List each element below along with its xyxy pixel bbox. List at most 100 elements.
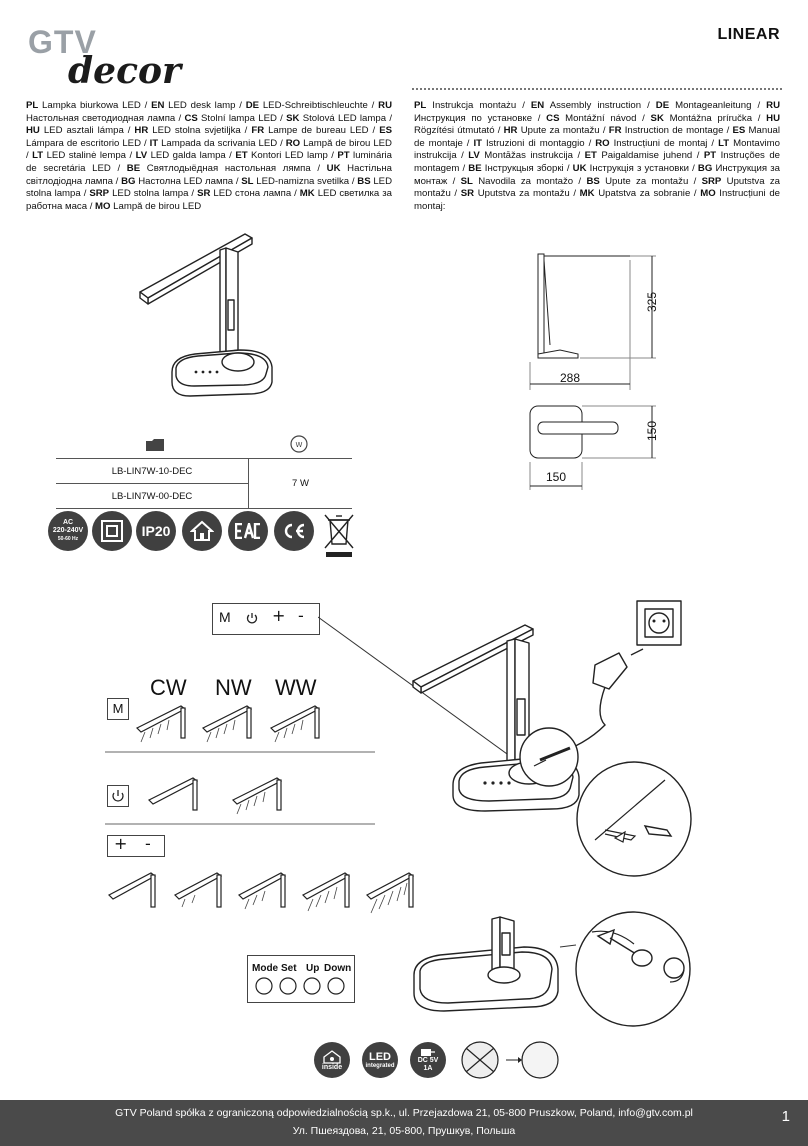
language-code: EN [151, 100, 165, 111]
language-text: LED asztali lámpa / [39, 125, 135, 137]
language-text: Montavimo instrukcija / [414, 137, 780, 162]
language-text: Інструкція з установки / [586, 162, 698, 174]
language-code: ET [235, 150, 248, 162]
connector-zoom-circle [519, 727, 579, 787]
language-code: FR [608, 125, 622, 137]
language-text: Paigaldamise juhend / [596, 150, 704, 162]
mode-ww-label: WW [275, 675, 317, 700]
language-text: Uputstva za montažu / [474, 188, 580, 200]
language-code: ES [732, 125, 746, 137]
mode-illustrations [105, 705, 375, 825]
dc-power-badge: DC 5V 1A [410, 1042, 446, 1078]
language-code: CS [184, 112, 198, 124]
mode-m-box: M [107, 698, 129, 720]
language-text: LED светилка за работна маса / [26, 188, 392, 212]
led-label: LED [369, 1051, 391, 1063]
dim-base-depth: 150 [645, 420, 660, 442]
language-code: UK [572, 162, 587, 174]
company-address: GTV Poland spółka z ograniczoną odpowied… [115, 1107, 693, 1119]
power-watt-icon: W [290, 435, 308, 453]
language-code: SR [197, 188, 211, 200]
language-code: BS [586, 175, 600, 187]
folder-icon [146, 439, 164, 451]
lamp-illustration [139, 233, 273, 397]
language-code: LT [718, 137, 730, 149]
language-code: PL [414, 100, 427, 111]
language-code: IT [149, 137, 159, 149]
dc-current-label: 1A [423, 1064, 433, 1072]
language-text: Istruzioni di montaggio / [481, 137, 596, 149]
language-code: SL [460, 175, 473, 187]
ac-voltage-badge: AC 220-240V 50-60 Hz [48, 511, 88, 551]
language-text: Montageanleitung / [669, 100, 767, 111]
language-code: RO [595, 137, 610, 149]
dim-height: 325 [645, 291, 660, 313]
language-code: SR [460, 188, 475, 200]
language-text: Lámpara de escritorio LED / [26, 137, 150, 149]
language-code: BG [121, 175, 136, 187]
language-code: SRP [701, 175, 722, 187]
dimension-drawing [529, 253, 656, 490]
brightness-box [107, 835, 165, 857]
language-text: Assembly instruction / [544, 100, 656, 111]
language-text: Instrucțiuni de montaj: [414, 188, 780, 212]
base-illustration [413, 916, 577, 1012]
language-text: Инструкция по установке / [414, 112, 547, 124]
mode-cw-label: CW [150, 675, 187, 700]
power-icon [112, 790, 124, 802]
control-panel-callout [212, 603, 320, 635]
battery-detail-circle [575, 911, 691, 1027]
class-ii-icon [92, 511, 132, 551]
footer: GTV Poland spółka z ograniczoną odpowied… [0, 1100, 808, 1146]
language-code: PT [703, 150, 717, 162]
language-text: Upute za montažu / [599, 175, 702, 187]
minus-button[interactable]: - [298, 606, 304, 625]
language-text: Upute za montažu / [517, 125, 609, 137]
mode-nw-label: NW [215, 675, 252, 700]
dim-base-width: 150 [546, 470, 567, 484]
language-code: FR [251, 125, 265, 137]
language-code: RU [766, 100, 780, 111]
plus-button[interactable]: + [272, 606, 286, 625]
language-text: LED galda lampa / [147, 150, 236, 162]
power-box [107, 785, 129, 807]
language-text: Lampada da scrivania LED / [158, 137, 286, 149]
inside-label: inside [321, 1063, 343, 1071]
language-code: MK [579, 188, 595, 200]
power-icon[interactable] [246, 612, 258, 624]
language-code: DE [245, 100, 260, 111]
language-code: HR [134, 125, 149, 137]
language-text: Manual de montaje / [414, 125, 781, 149]
language-text: Uputstva za montažu / [414, 175, 780, 200]
model-code: LB-LIN7W-10-DEC [56, 458, 249, 484]
control-label-down: Down [324, 963, 352, 974]
language-code: HU [766, 112, 780, 124]
instruction-title: PL Instrukcja montażu / EN Assembly inst… [414, 100, 780, 213]
integrated-label: integrated [365, 1063, 395, 1069]
language-code: ET [584, 150, 597, 162]
language-text: Navodila za montažo / [472, 175, 587, 187]
callout-leader-line [318, 616, 544, 781]
language-code: PT [337, 150, 350, 162]
language-code: DE [655, 100, 670, 111]
dc-voltage-label: DC 5V [417, 1056, 439, 1064]
language-text: Montážna príručka / [663, 112, 767, 124]
logo-gtv: GTV [28, 24, 97, 60]
control-button-circles[interactable] [250, 975, 354, 997]
language-text: LED-namizna svetilka / [253, 175, 358, 187]
language-text: LED stolna lampa / [109, 188, 198, 200]
language-text: LED стона лампа / [210, 188, 300, 200]
language-text: Stolová LED lampa / [299, 112, 392, 124]
mode-button[interactable]: M [219, 609, 231, 625]
language-text: Святлодыёдная настольная лямпа / [140, 162, 327, 174]
svg-text:W: W [296, 441, 303, 449]
model-code: LB-LIN7W-00-DEC [56, 483, 249, 509]
language-text: Rögzítési útmutató / [414, 125, 504, 137]
dim-width: 288 [560, 371, 581, 385]
control-label-up: Up [306, 963, 320, 974]
product-title: LINEAR [717, 26, 780, 43]
language-code: BS [357, 175, 371, 187]
language-text: Настолна LED лампа / [135, 175, 242, 187]
ac-label: AC [62, 519, 74, 526]
